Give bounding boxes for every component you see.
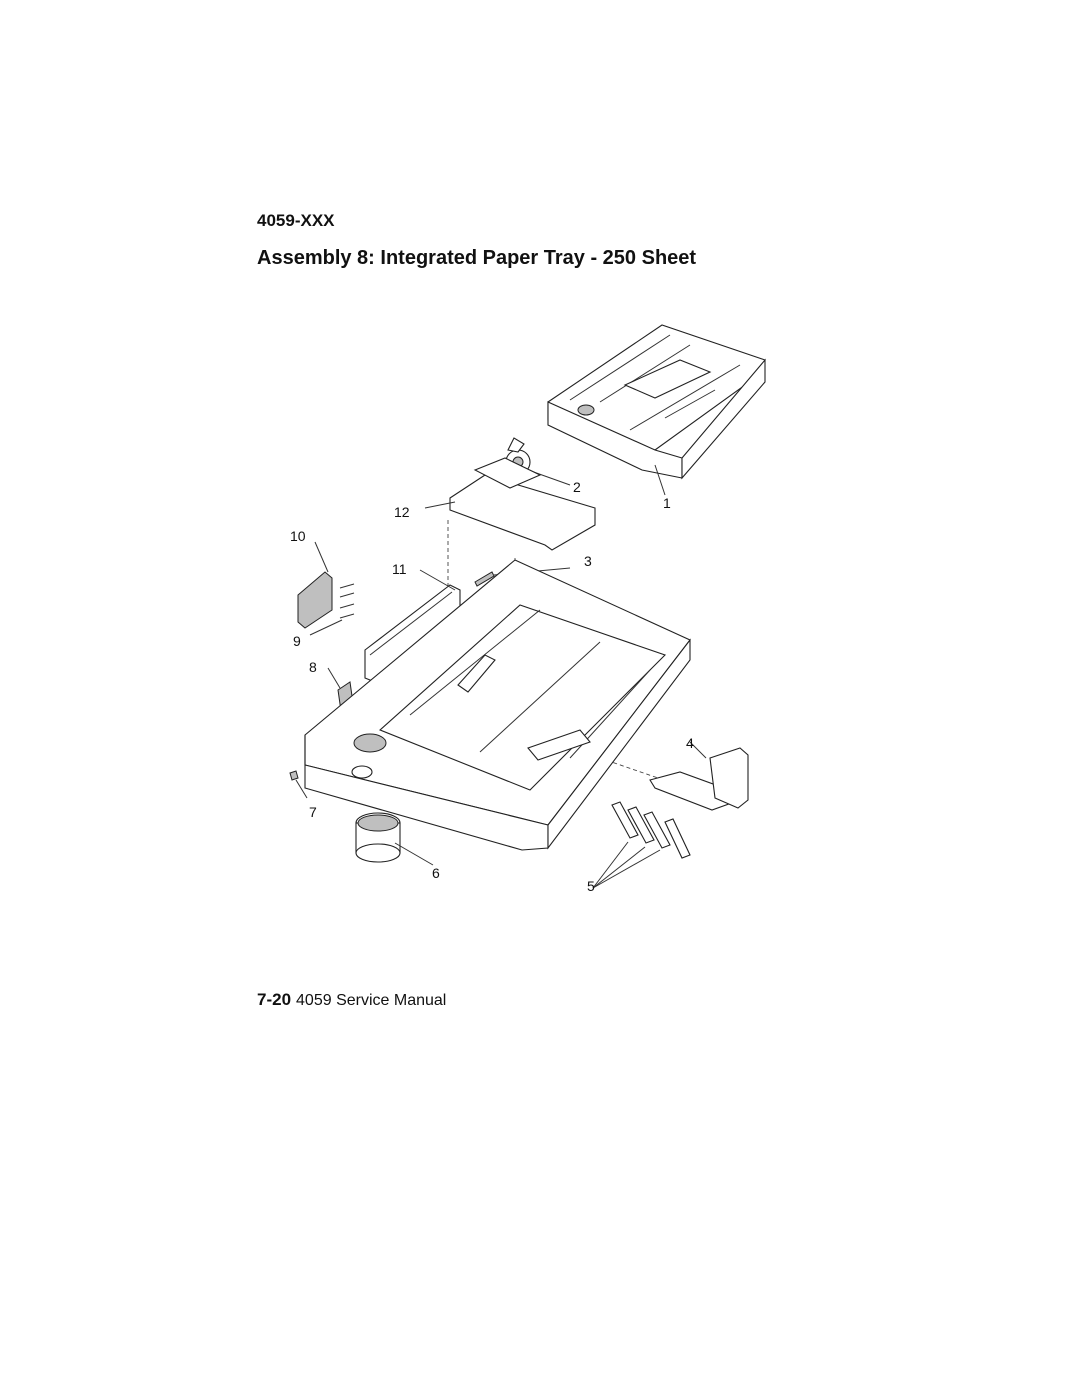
exploded-parts-diagram: 1 2 3 4 5 6 7 8 9 10 11 12 — [289, 324, 766, 894]
main-tray-illustration — [304, 559, 691, 851]
callout-7: 7 — [309, 804, 317, 820]
callout-3: 3 — [584, 553, 592, 569]
callout-1: 1 — [663, 495, 671, 511]
callout-9: 9 — [293, 633, 301, 649]
pad-illustration — [289, 770, 308, 799]
manual-title: 4059 Service Manual — [296, 992, 447, 1009]
callout-12: 12 — [394, 504, 410, 520]
roller-illustration — [355, 812, 434, 866]
separator-fingers-illustration — [592, 801, 691, 889]
pick-assembly-illustration — [297, 541, 333, 629]
rear-guide-plate-illustration — [424, 457, 596, 551]
model-number: 4059-XXX — [257, 211, 335, 230]
callout-8: 8 — [309, 659, 317, 675]
page-number: 7-20 — [257, 990, 292, 1009]
callout-2: 2 — [573, 479, 581, 495]
assembled-tray-illustration — [547, 324, 766, 496]
callout-4: 4 — [686, 735, 694, 751]
paper-stop-illustration — [649, 741, 749, 811]
callout-6: 6 — [432, 865, 440, 881]
page-title: Assembly 8: Integrated Paper Tray - 250 … — [257, 247, 697, 269]
callout-5: 5 — [587, 878, 595, 894]
springs-illustration — [309, 583, 355, 636]
callout-11: 11 — [392, 561, 407, 577]
callout-10: 10 — [290, 528, 306, 544]
